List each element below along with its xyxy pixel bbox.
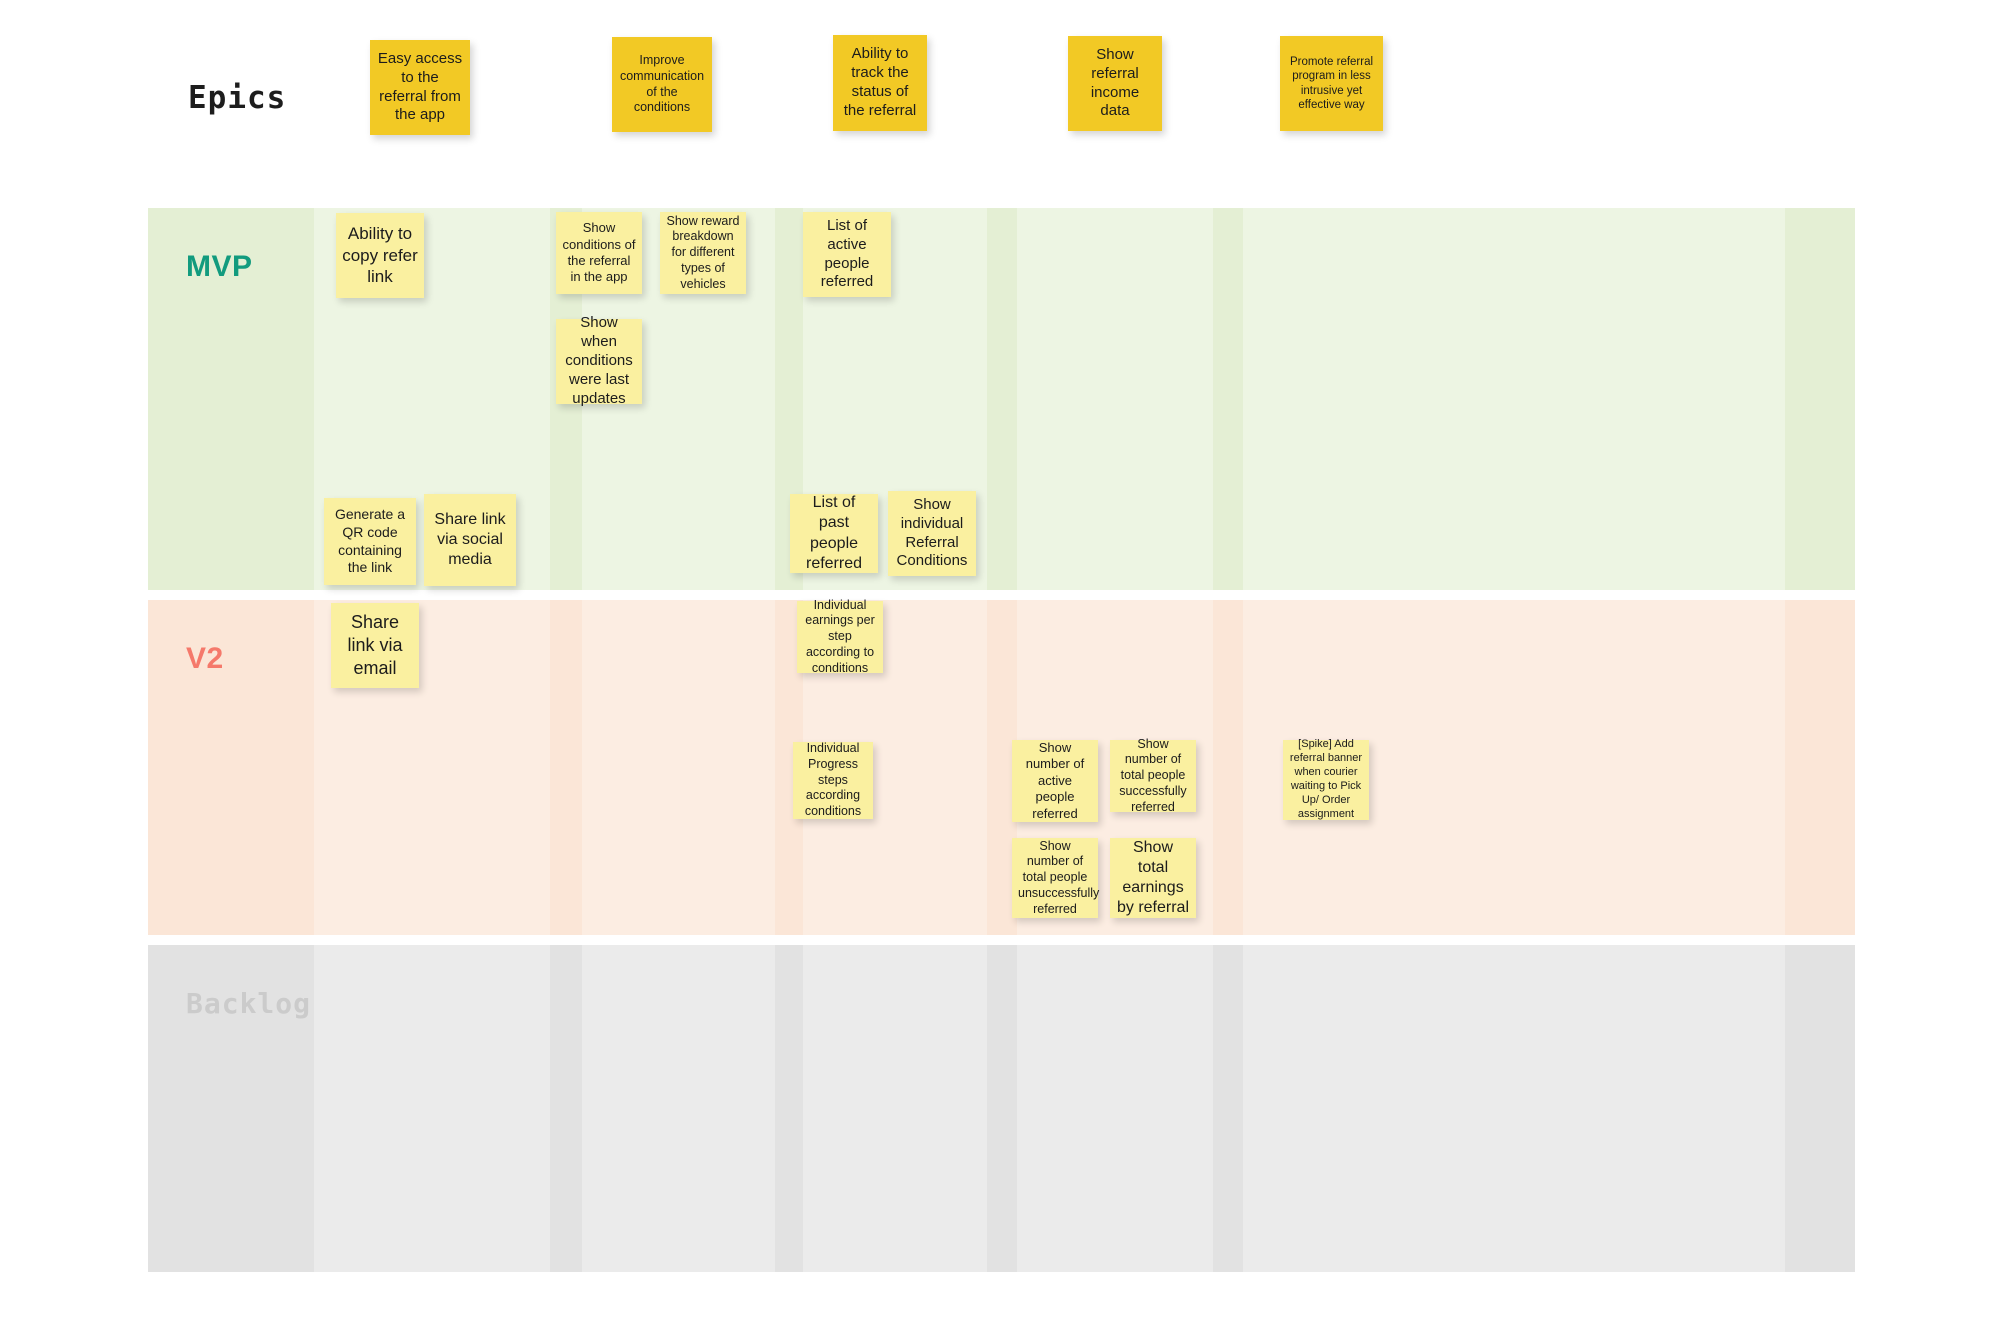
note-list-active-referred[interactable]: List of active people referred [803,212,891,297]
epic-note-label: Show referral income data [1090,45,1140,120]
note-label: Share link via email [347,612,403,678]
note-label: Individual Progress steps according cond… [804,741,862,819]
column-band [1785,945,1855,1272]
note-label: Individual earnings per step according t… [805,597,875,675]
column-band [148,600,314,935]
note-label: Generate a QR code containing the link [334,506,406,576]
column-band [1785,600,1855,935]
epic-note-label: Easy access to the referral from the app [377,49,463,124]
note-label: Show conditions of the referral in the a… [562,220,636,285]
column-band [314,945,550,1272]
note-label: List of active people referred [820,216,874,291]
column-band [582,945,775,1272]
epic-note-label: Improve communication of the conditions [619,53,705,115]
swimlane-backlog-column-bands [148,945,1855,1272]
note-count-active-referred[interactable]: Show number of active people referred [1012,740,1098,822]
column-band [1213,945,1243,1272]
note-label: [Spike] Add referral banner when courier… [1289,738,1363,820]
note-reward-breakdown[interactable]: Show reward breakdown for different type… [660,212,746,294]
note-individual-progress-steps[interactable]: Individual Progress steps according cond… [793,741,873,819]
column-band [148,208,314,590]
note-individual-referral-conditions[interactable]: Show individual Referral Conditions [888,491,976,576]
epic-easy-access[interactable]: Easy access to the referral from the app [370,40,470,135]
swimlane-label-backlog: Backlog [186,987,312,1020]
column-band [1017,945,1213,1272]
note-count-successful-referred[interactable]: Show number of total people successfully… [1110,737,1196,814]
column-band [582,600,775,935]
swimlane-v2-column-bands [148,600,1855,935]
column-band [1213,208,1243,590]
note-count-unsuccessful-referred[interactable]: Show number of total people unsuccessful… [1012,838,1100,918]
note-label: Show number of total people unsuccessful… [1018,838,1100,916]
note-label: Show total earnings by referral [1116,838,1190,917]
epic-track-status[interactable]: Ability to track the status of the refer… [833,35,927,131]
note-share-via-email[interactable]: Share link via email [331,603,419,688]
column-band [550,945,582,1272]
note-generate-qr-code[interactable]: Generate a QR code containing the link [324,498,416,585]
column-band [1213,600,1243,935]
note-label: Show number of active people referred [1025,740,1085,821]
note-conditions-last-updated[interactable]: Show when conditions were last updates [556,314,642,407]
column-band [775,945,803,1272]
note-individual-earnings[interactable]: Individual earnings per step according t… [797,598,883,675]
column-band [1243,208,1785,590]
note-label: Ability to copy refer link [342,224,418,287]
note-list-past-referred[interactable]: List of past people referred [790,494,878,573]
epic-referral-income[interactable]: Show referral income data [1068,36,1162,131]
swimlane-backlog: Backlog Individual Progress steps accord… [148,737,1855,1272]
epic-note-label: Promote referral program in less intrusi… [1289,55,1374,111]
note-label: Show when conditions were last updates [565,314,633,407]
note-spike-referral-banner[interactable]: [Spike] Add referral banner when courier… [1283,738,1369,820]
epics-header-row: Epics Easy access to the referral from t… [0,0,2000,196]
note-share-social-media[interactable]: Share link via social media [424,494,516,586]
note-copy-refer-link[interactable]: Ability to copy refer link [336,213,424,298]
note-label: Show number of total people successfully… [1119,736,1187,814]
column-band [987,945,1017,1272]
epic-promote-program[interactable]: Promote referral program in less intrusi… [1280,36,1383,131]
swimlane-v2: V2 Generate a QR code containing the lin… [148,491,1855,935]
note-label: Share link via social media [434,510,506,569]
column-band [1243,945,1785,1272]
note-label: Show reward breakdown for different type… [666,213,740,291]
column-band [987,208,1017,590]
note-total-earnings-by-referral[interactable]: Show total earnings by referral [1110,838,1196,918]
column-band [1017,208,1213,590]
note-show-conditions-in-app[interactable]: Show conditions of the referral in the a… [556,212,642,294]
note-label: List of past people referred [805,494,863,572]
column-band [1785,208,1855,590]
epic-note-label: Ability to track the status of the refer… [843,45,917,119]
page-title: Epics [188,80,287,116]
note-label: Show individual Referral Conditions [896,495,968,570]
swimlane-label-mvp: MVP [186,250,253,283]
column-band [803,945,987,1272]
column-band [148,945,314,1272]
epic-improve-communication[interactable]: Improve communication of the conditions [612,37,712,132]
column-band [550,600,582,935]
swimlane-label-v2: V2 [186,642,224,675]
